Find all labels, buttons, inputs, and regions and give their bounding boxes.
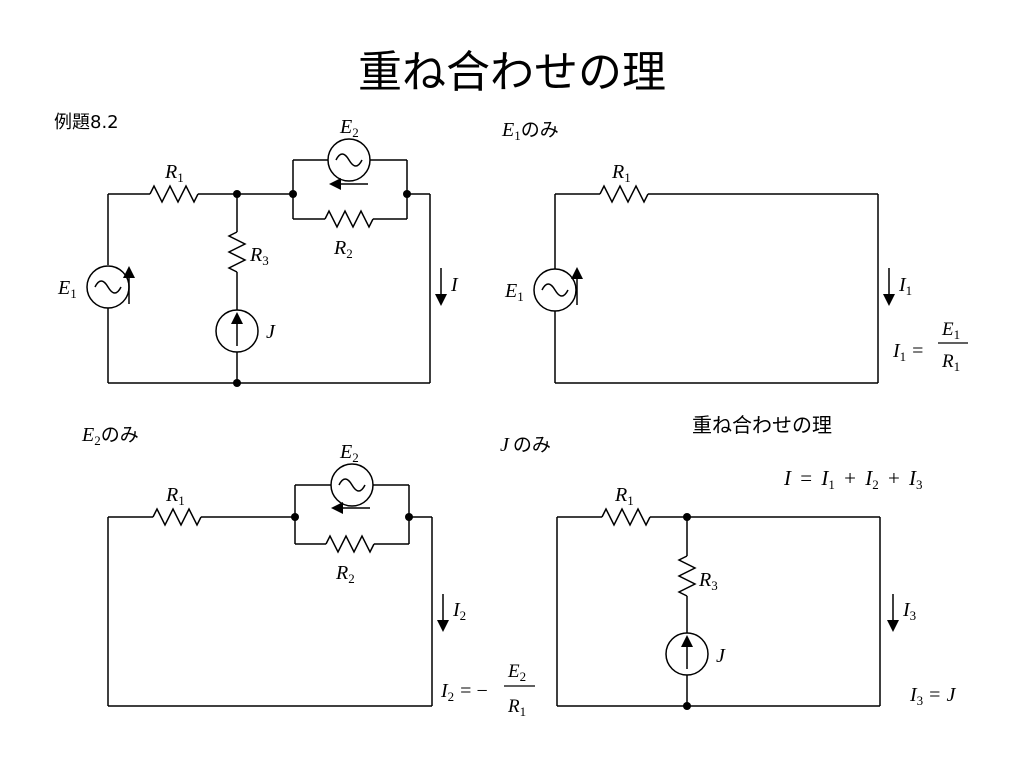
svg-text:E2: E2 [339,116,359,140]
svg-text:R3: R3 [698,569,718,593]
resistor-r3 [227,231,247,273]
svg-text:重ね合わせの理: 重ね合わせの理 [692,413,832,437]
e2-only-circuit: E2のみ R1 E2 R2 I2 I2= − [81,424,535,719]
superposition-summary: 重ね合わせの理 I = I1 + I2 + I3 [692,413,923,494]
svg-text:E1: E1 [941,319,960,342]
svg-text:R1: R1 [165,484,185,508]
svg-text:R1: R1 [614,484,634,508]
svg-text:I1: I1 [898,274,912,298]
svg-text:E1のみ: E1のみ [501,119,559,143]
svg-text:I: I [450,274,459,296]
svg-text:E1: E1 [504,280,524,304]
svg-text:J: J [266,321,276,343]
svg-text:R1: R1 [611,161,631,185]
e1-only-circuit: E1のみ R1 E1 I1 I1= E1 R1 [501,119,968,384]
resistor-r2 [324,209,374,229]
svg-text:E2のみ: E2のみ [81,424,139,448]
svg-text:Jのみ: Jのみ [500,434,551,456]
slide-title: 重ね合わせの理 [358,47,666,98]
svg-text:R2: R2 [335,562,355,586]
example-label: 例題8.2 [54,112,119,133]
svg-text:R2: R2 [333,237,353,261]
svg-text:E1: E1 [57,277,77,301]
svg-text:I2: I2 [452,599,466,623]
svg-text:E2: E2 [339,441,359,465]
svg-text:R1: R1 [164,161,184,185]
svg-text:R1: R1 [507,696,526,719]
svg-text:J: J [716,645,726,667]
svg-text:E2: E2 [507,661,526,684]
svg-text:R1: R1 [941,351,960,374]
svg-text:I2= −: I2= − [440,680,488,704]
full-circuit: R1 E2 R2 R3 E1 J I [57,116,459,387]
svg-text:I3=J: I3=J [909,684,956,708]
svg-text:I = I1: I = I1 + I2 + I3 [783,466,923,494]
resistor-r1 [149,184,199,204]
svg-text:I3: I3 [902,599,916,623]
ac-symbol [94,280,122,294]
svg-text:R3: R3 [249,244,269,268]
svg-text:I1=: I1= [892,340,923,364]
